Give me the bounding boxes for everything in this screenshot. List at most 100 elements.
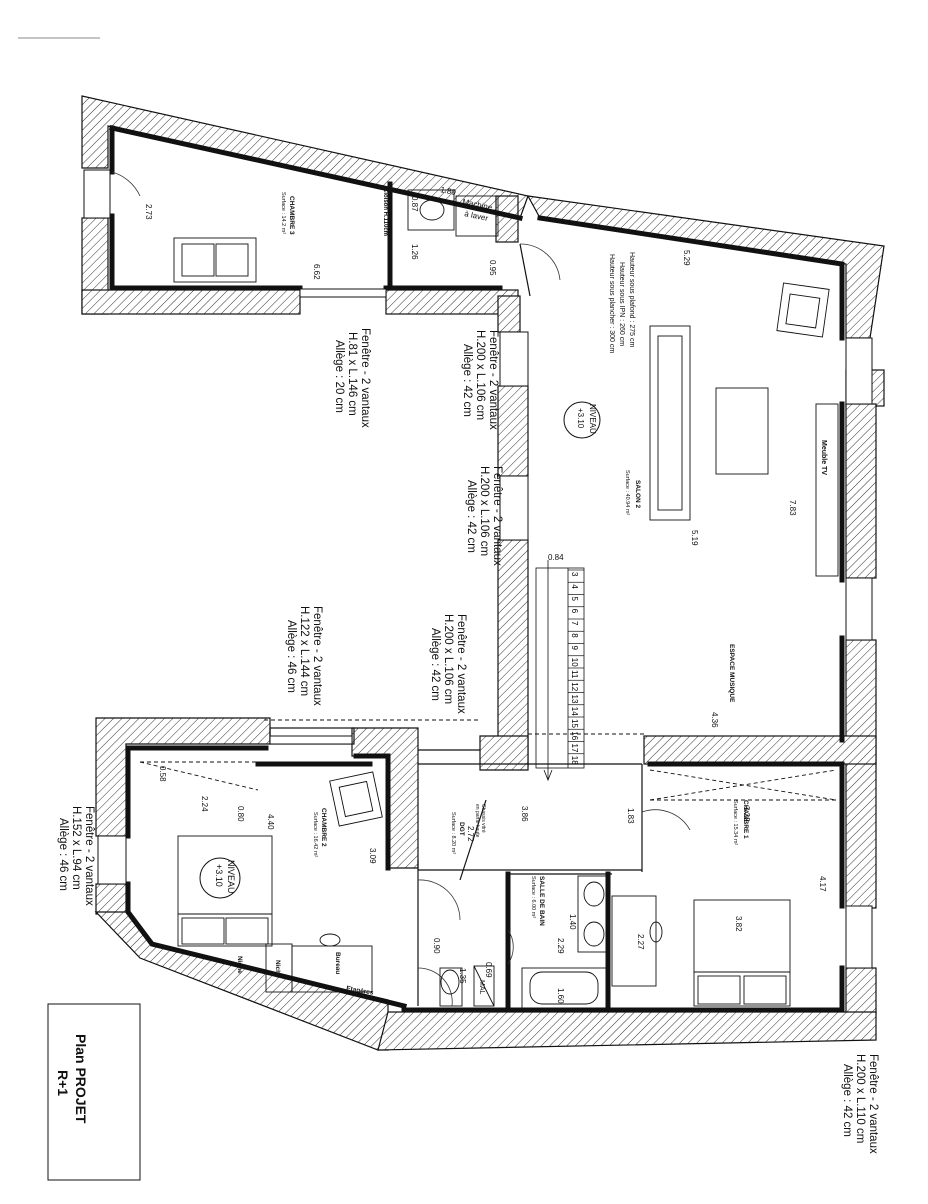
- room-sdb-name: SALLE DE BAIN: [538, 876, 545, 926]
- window-4-size: H.122 x L.144 cm: [298, 606, 310, 696]
- room-salon2-name: SALON 2: [634, 480, 641, 509]
- window-7-allege: Allège : 42 cm: [841, 1064, 853, 1137]
- window-5-type: Fenêtre - 2 vantaux: [455, 614, 467, 714]
- dim-140: 1.40: [568, 914, 577, 930]
- room-sdb-surface: Surface : 6.00 m²: [530, 876, 536, 918]
- label-chassis-1: Chassis vitré: [480, 804, 486, 833]
- dim-087: 0.87: [410, 196, 419, 212]
- dim-440: 4.40: [266, 814, 275, 830]
- window-4-allege: Allège : 46 cm: [285, 620, 297, 693]
- wall-chambre3-bottom-left: [81, 289, 301, 315]
- window-1-allege: Allège : 20 cm: [333, 340, 345, 413]
- niveau-salon-label: NIVEAU: [588, 404, 597, 434]
- dim-224: 2.24: [200, 796, 209, 812]
- dim-322: 3.22: [742, 806, 751, 822]
- desk-chambre1: [611, 895, 657, 987]
- wall-chambre2-right: [351, 727, 419, 869]
- dim-080: 0.80: [236, 806, 245, 822]
- window-4-type: Fenêtre - 2 vantaux: [311, 606, 323, 706]
- stair-step-number: 7: [570, 621, 579, 626]
- stair-step-number: 4: [570, 584, 579, 589]
- wall-chambre3-top: [81, 95, 529, 219]
- washing-machine-icon: [455, 195, 499, 237]
- stair-step-number: 3: [570, 572, 579, 577]
- dim-160: 1.60: [556, 988, 565, 1004]
- room-chambre3-name: CHAMBRE 3: [288, 196, 295, 235]
- window-3-allege: Allège : 42 cm: [465, 480, 477, 553]
- wall-chambre2-left-low: [95, 883, 127, 915]
- stair-step-number: 14: [570, 707, 579, 716]
- wall-right-4: [845, 967, 877, 1015]
- dim-783: 7.83: [788, 500, 797, 516]
- window-7-type: Fenêtre - 2 vantaux: [867, 1054, 879, 1154]
- dim-084: 0.84: [548, 553, 564, 562]
- wall-right-3: [845, 639, 877, 909]
- wall-chambre3-bottom-right: [385, 289, 519, 315]
- window-6-size: H.152 x L.94 cm: [70, 806, 82, 890]
- room-espace-musique-name: ESPACE MUSIQUE: [728, 644, 735, 703]
- dim-382: 3.82: [734, 916, 743, 932]
- meuble-tv: [815, 403, 839, 577]
- dim-135: 1.35: [458, 968, 467, 984]
- window-3-size: H.200 x L.106 cm: [478, 466, 490, 556]
- double-sink-icon: [577, 875, 609, 953]
- dim-126: 1.26: [410, 244, 419, 260]
- sofa-chambre3: [173, 237, 257, 283]
- stair-step-number: 17: [570, 744, 579, 753]
- window-openings: [83, 169, 873, 969]
- sink-icon: [407, 189, 455, 231]
- room-dgt-name: DGT: [458, 822, 465, 836]
- niveau-salon-value: +3.10: [576, 408, 585, 429]
- niveau-chambre2-label: NIVEAU: [226, 860, 236, 894]
- window-2-type: Fenêtre - 2 vantaux: [487, 330, 499, 430]
- dim-058: 0.58: [158, 766, 167, 782]
- window-1-type: Fenêtre - 2 vantaux: [359, 328, 371, 428]
- room-chambre2-name: CHAMBRE 2: [320, 808, 327, 847]
- dim-273: 2.73: [144, 204, 153, 220]
- room-salon2-surface: Surface : 40.94 m²: [624, 470, 630, 515]
- dim-519: 5.19: [690, 530, 699, 546]
- dim-272: 2.72: [466, 826, 475, 842]
- label-bureau: Bureau: [334, 952, 341, 974]
- armchair-salon: [776, 282, 830, 338]
- niveau-chambre2-value: +3.10: [214, 864, 224, 887]
- label-niche-b: Niche: [236, 956, 243, 974]
- table-salon: [715, 387, 769, 475]
- exterior-walls: [81, 95, 885, 1051]
- wall-chambre2-outer: [95, 717, 271, 837]
- room-chambre2-surface: Surface : 16.42 m²: [312, 812, 318, 857]
- furniture: [139, 189, 839, 1009]
- stair-step-number: 8: [570, 633, 579, 638]
- wall-stair-foot: [479, 735, 529, 771]
- chair-bureau: [319, 933, 341, 947]
- stair-step-number: 11: [570, 670, 579, 679]
- dim-309: 3.09: [368, 848, 377, 864]
- toilet-icon: [439, 967, 463, 1007]
- stair-step-number: 13: [570, 695, 579, 704]
- label-chassis-2: en partie haute: [474, 804, 480, 838]
- dim-386: 3.86: [520, 806, 529, 822]
- wall-right-2: [845, 403, 877, 579]
- dim-090: 0.90: [432, 938, 441, 954]
- window-7-size: H.200 x L.110 cm: [854, 1054, 866, 1143]
- plan-title-line1: Plan PROJET: [73, 1034, 89, 1124]
- stair-step-number: 10: [570, 658, 579, 667]
- wall-salon-left-3: [497, 539, 529, 767]
- dim-436: 4.36: [710, 712, 719, 728]
- bathtub-icon: [521, 967, 607, 1009]
- room-chambre1-surface: Surface : 15.34 m²: [732, 800, 738, 845]
- window-5-allege: Allège : 42 cm: [429, 628, 441, 701]
- height-plancher: Hauteur sous plancher : 300 cm: [608, 254, 615, 353]
- dim-069: 0.69: [484, 962, 493, 978]
- window-2-allege: Allège : 42 cm: [461, 344, 473, 417]
- room-chambre3-surface: Surface : 14.2 m²: [280, 192, 286, 234]
- window-1-size: H.81 x L.146 cm: [346, 332, 358, 416]
- window-3-type: Fenêtre - 2 vantaux: [491, 466, 503, 566]
- dim-417: 4.17: [818, 876, 827, 892]
- height-ipn: Hauteur sous IPN : 260 cm: [618, 262, 625, 346]
- door-swings: [111, 171, 691, 1007]
- window-6-allege: Allège : 46 cm: [57, 818, 69, 891]
- wall-salon-left-2: [497, 385, 529, 477]
